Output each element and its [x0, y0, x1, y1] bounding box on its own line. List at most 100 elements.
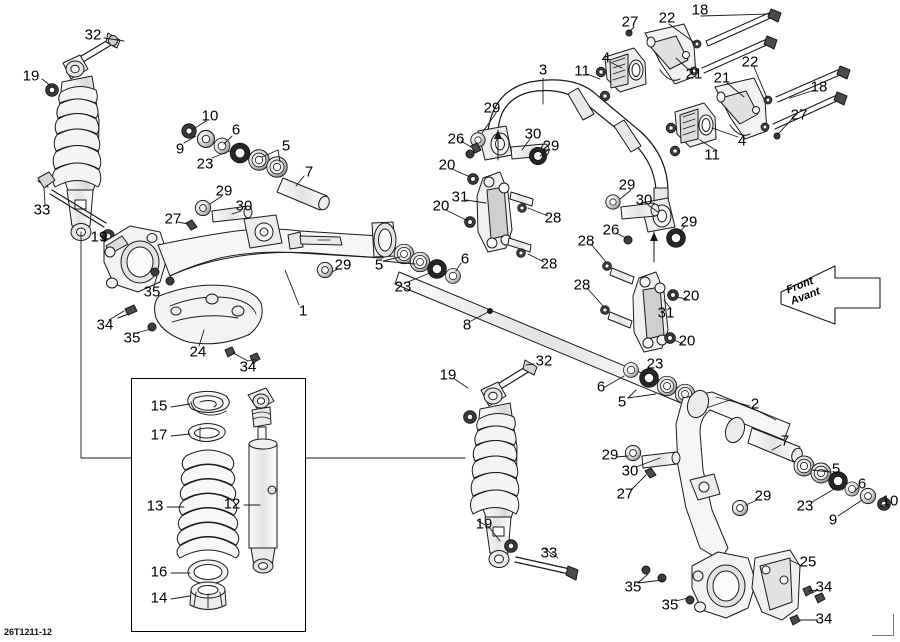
- callout-20: 20: [682, 287, 700, 305]
- callout-12: 12: [223, 495, 241, 513]
- callout-20: 20: [438, 156, 456, 174]
- callout-5: 5: [831, 460, 841, 478]
- callout-29: 29: [601, 446, 619, 464]
- callout-29: 29: [334, 256, 352, 274]
- callout-35: 35: [143, 283, 161, 301]
- legend-detail-box: [131, 378, 306, 632]
- callout-32: 32: [535, 352, 553, 370]
- callout-23: 23: [646, 355, 664, 373]
- callout-6: 6: [857, 475, 867, 493]
- callout-35: 35: [624, 578, 642, 596]
- callout-6: 6: [460, 250, 470, 268]
- callout-19: 19: [439, 366, 457, 384]
- stabilizer-mount-assembly-2: [665, 65, 851, 157]
- callout-23: 23: [394, 278, 412, 296]
- callout-28: 28: [540, 255, 558, 273]
- callout-29: 29: [542, 137, 560, 155]
- callout-28: 28: [573, 276, 591, 294]
- callout-13: 13: [146, 497, 164, 515]
- callout-19: 19: [90, 228, 108, 246]
- callout-3: 3: [538, 61, 548, 79]
- callout-11: 11: [574, 62, 590, 80]
- callout-29: 29: [215, 182, 233, 200]
- callout-22: 22: [741, 53, 759, 71]
- callout-35: 35: [661, 596, 679, 614]
- callout-30: 30: [524, 125, 542, 143]
- callout-30: 30: [235, 197, 253, 215]
- sheet-code-label: 26T1211-12: [4, 627, 53, 637]
- callout-17: 17: [150, 426, 168, 444]
- linkage-bracket-right-31: [600, 231, 679, 353]
- callout-1: 1: [298, 302, 308, 320]
- callout-7: 7: [780, 432, 790, 450]
- callout-29: 29: [680, 213, 698, 231]
- callout-21: 21: [713, 69, 731, 87]
- callout-15: 15: [150, 397, 168, 415]
- stabilizer-mount-assembly-1: [595, 8, 782, 102]
- callout-6: 6: [231, 121, 241, 139]
- bushing-stack-upper-left: [181, 123, 330, 211]
- linkage-bracket-left-31: [464, 129, 534, 258]
- callout-27: 27: [621, 13, 639, 31]
- legend-detail-contents: [176, 387, 278, 610]
- callout-29: 29: [483, 99, 501, 117]
- callout-16: 16: [150, 563, 168, 581]
- callout-34: 34: [96, 316, 114, 334]
- callout-33: 33: [540, 544, 558, 562]
- suspension-arm-lower-right: [624, 389, 891, 626]
- callout-5: 5: [281, 137, 291, 155]
- callout-31: 31: [657, 304, 675, 322]
- callout-5: 5: [617, 393, 627, 411]
- suspension-arm-upper-left: [103, 199, 397, 293]
- skid-plate-24: [117, 267, 263, 364]
- callout-10: 10: [201, 107, 219, 125]
- callout-28: 28: [544, 209, 562, 227]
- callout-32: 32: [84, 26, 102, 44]
- callout-26: 26: [602, 221, 620, 239]
- stab-link-hardware-left: [465, 132, 550, 165]
- callout-26: 26: [447, 130, 465, 148]
- callout-11: 11: [704, 146, 720, 164]
- callout-35: 35: [123, 329, 141, 347]
- callout-8: 8: [462, 316, 472, 334]
- callout-5: 5: [374, 256, 384, 274]
- callout-19: 19: [475, 515, 493, 533]
- callout-23: 23: [196, 155, 214, 173]
- legend-connector-lines: [80, 231, 466, 459]
- callout-27: 27: [164, 210, 182, 228]
- callout-6: 6: [596, 378, 606, 396]
- callout-7: 7: [304, 163, 314, 181]
- callout-18: 18: [691, 1, 709, 19]
- callout-22: 22: [658, 9, 676, 27]
- callout-30: 30: [621, 462, 639, 480]
- callout-20: 20: [678, 332, 696, 350]
- callout-4: 4: [737, 132, 747, 150]
- corner-registration-mark: [872, 614, 894, 636]
- callout-19: 19: [22, 67, 40, 85]
- callout-20: 20: [432, 197, 450, 215]
- callout-14: 14: [150, 589, 168, 607]
- callout-34: 34: [239, 358, 257, 376]
- callout-31: 31: [451, 188, 469, 206]
- callout-9: 9: [828, 511, 838, 529]
- callout-27: 27: [790, 106, 808, 124]
- callout-34: 34: [815, 578, 833, 596]
- callout-29: 29: [754, 487, 772, 505]
- callout-29: 29: [618, 176, 636, 194]
- callout-24: 24: [189, 343, 207, 361]
- leader-lines: [41, 13, 885, 621]
- callout-30: 30: [635, 191, 653, 209]
- callout-33: 33: [33, 201, 51, 219]
- shock-absorber-upper-left: [37, 32, 121, 243]
- callout-4: 4: [601, 49, 611, 67]
- shock-absorber-lower: [463, 359, 579, 581]
- callout-27: 27: [616, 485, 634, 503]
- callout-34: 34: [815, 610, 833, 628]
- callout-23: 23: [796, 497, 814, 515]
- callout-9: 9: [175, 140, 185, 158]
- callout-21: 21: [685, 65, 703, 83]
- callout-2: 2: [750, 395, 760, 413]
